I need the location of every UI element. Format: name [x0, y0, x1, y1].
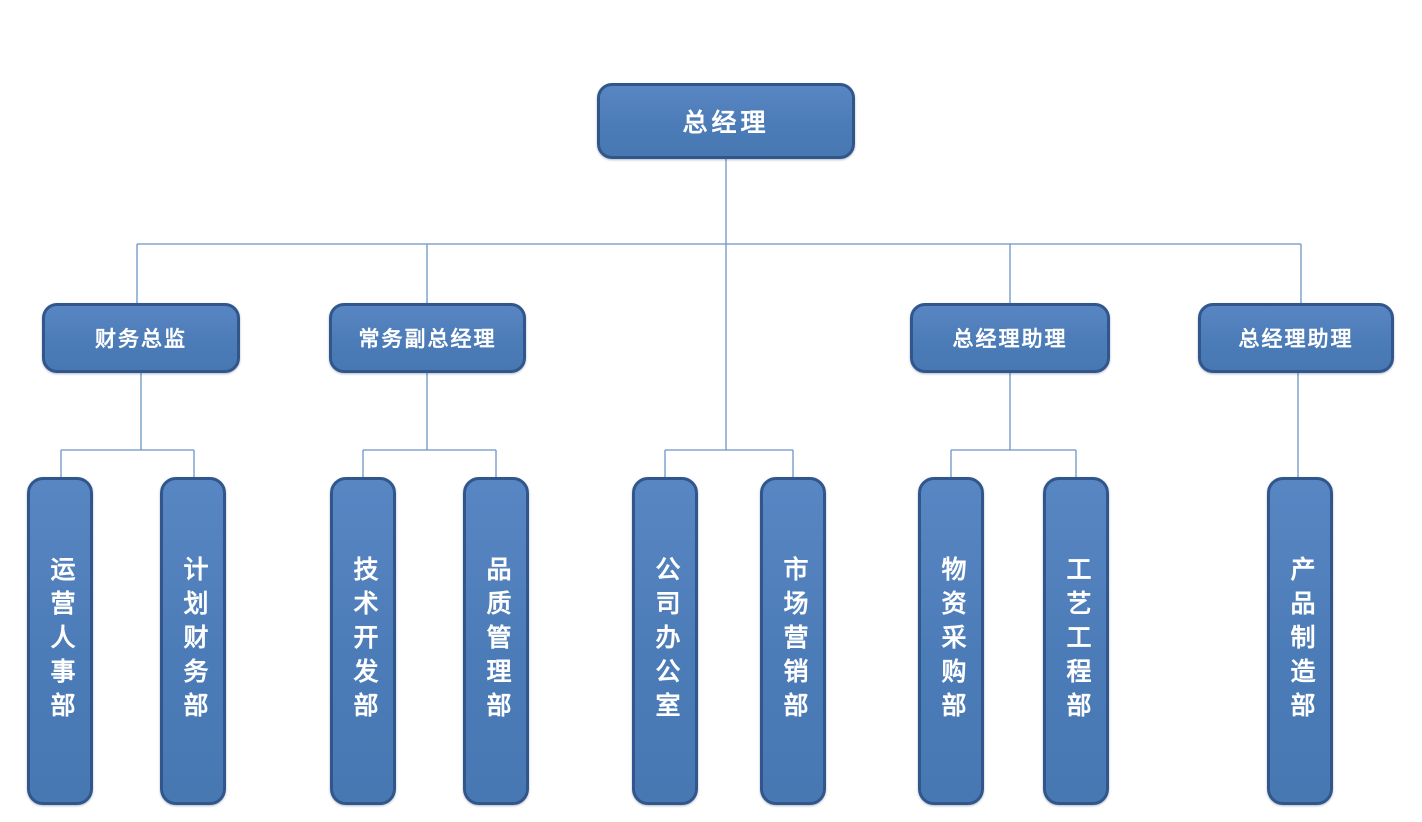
org-node-gm-assistant-1[interactable]: 总经理助理 [910, 303, 1110, 373]
org-node-dept-company-office[interactable]: 公司办公室 [632, 477, 698, 805]
dept-label: 技术开发部 [350, 556, 377, 726]
connector-group2 [362, 371, 497, 479]
org-node-dept-operations-hr[interactable]: 运营人事部 [27, 477, 93, 805]
org-node-deputy-general-manager[interactable]: 常务副总经理 [329, 303, 526, 373]
org-node-dept-tech-development[interactable]: 技术开发部 [330, 477, 396, 805]
dept-label: 产品制造部 [1287, 556, 1314, 726]
connector-group3 [664, 449, 794, 479]
org-node-finance-director[interactable]: 财务总监 [42, 303, 240, 373]
dept-label: 市场营销部 [780, 556, 807, 726]
org-node-gm-assistant-2[interactable]: 总经理助理 [1198, 303, 1394, 373]
connector-group4 [950, 371, 1077, 479]
org-node-dept-marketing[interactable]: 市场营销部 [760, 477, 826, 805]
dept-label: 工艺工程部 [1063, 556, 1090, 726]
org-node-dept-product-manufacturing[interactable]: 产品制造部 [1267, 477, 1333, 805]
org-node-dept-process-engineering[interactable]: 工艺工程部 [1043, 477, 1109, 805]
dept-label: 物资采购部 [938, 556, 965, 726]
dept-label: 计划财务部 [180, 556, 207, 726]
org-node-general-manager[interactable]: 总经理 [597, 83, 855, 159]
org-node-dept-quality-management[interactable]: 品质管理部 [463, 477, 529, 805]
dept-label: 品质管理部 [483, 556, 510, 726]
org-node-dept-material-procurement[interactable]: 物资采购部 [918, 477, 984, 805]
dept-label: 运营人事部 [47, 556, 74, 726]
org-node-dept-planning-finance[interactable]: 计划财务部 [160, 477, 226, 805]
dept-label: 公司办公室 [652, 556, 679, 726]
connector-group1 [60, 371, 195, 479]
